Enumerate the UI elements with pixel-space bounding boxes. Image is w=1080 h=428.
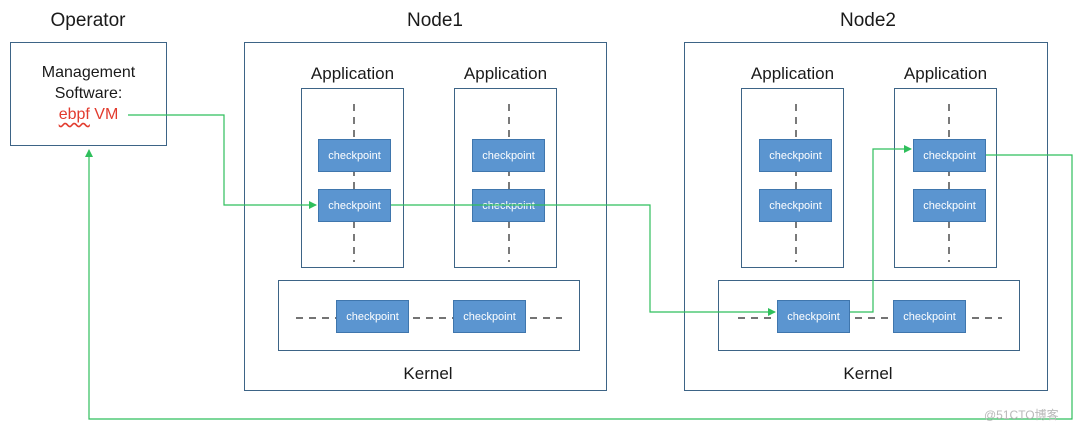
node2-title: Node2 xyxy=(840,10,896,31)
checkpoint-node1-kernel-left: checkpoint xyxy=(336,300,409,333)
management-line2: Software: xyxy=(54,85,123,102)
node1-app2-box xyxy=(454,88,557,268)
node2-kernel-box xyxy=(718,280,1020,351)
management-line1: Management xyxy=(41,64,136,81)
ebpf-word: ebpf xyxy=(58,106,90,123)
node2-kernel-label: Kernel xyxy=(843,364,893,383)
management-software-label: Management Software: ebpf VM xyxy=(10,62,167,125)
node2-app2-box xyxy=(894,88,997,268)
checkpoint-node2-kernel-left: checkpoint xyxy=(777,300,850,333)
checkpoint-node2-app1-lower: checkpoint xyxy=(759,189,832,222)
checkpoint-node2-app2-lower: checkpoint xyxy=(913,189,986,222)
flow-segment-node1-to-node2-kernel xyxy=(391,204,776,316)
node2-box xyxy=(684,42,1048,391)
flow-segment-vm-to-node1 xyxy=(128,114,317,209)
checkpoint-node1-kernel-right: checkpoint xyxy=(453,300,526,333)
checkpoint-node2-app1-upper: checkpoint xyxy=(759,139,832,172)
ebpf-vm-label: ebpf VM xyxy=(10,104,167,125)
vm-word: VM xyxy=(89,106,119,123)
watermark: @51CTO博客 xyxy=(984,408,1059,422)
checkpoint-node2-kernel-right: checkpoint xyxy=(893,300,966,333)
node2-app2-label: Application xyxy=(903,64,988,83)
node1-title: Node1 xyxy=(407,10,463,31)
node1-app1-box xyxy=(301,88,404,268)
node1-app2-label: Application xyxy=(463,64,548,83)
operator-box xyxy=(10,42,167,146)
node1-box xyxy=(244,42,607,391)
checkpoint-node1-app2-upper: checkpoint xyxy=(472,139,545,172)
node1-kernel-label: Kernel xyxy=(403,364,453,383)
operator-title: Operator xyxy=(50,10,126,31)
node2-app1-box xyxy=(741,88,844,268)
checkpoint-node1-app1-lower: checkpoint xyxy=(318,189,391,222)
flow-segment-kernel-to-node2-app xyxy=(850,145,912,313)
flow-segment-return-to-operator xyxy=(85,149,1073,420)
checkpoint-node1-app1-upper: checkpoint xyxy=(318,139,391,172)
node1-kernel-box xyxy=(278,280,580,351)
node2-app1-label: Application xyxy=(750,64,835,83)
node1-app1-label: Application xyxy=(310,64,395,83)
checkpoint-node2-app2-upper: checkpoint xyxy=(913,139,986,172)
